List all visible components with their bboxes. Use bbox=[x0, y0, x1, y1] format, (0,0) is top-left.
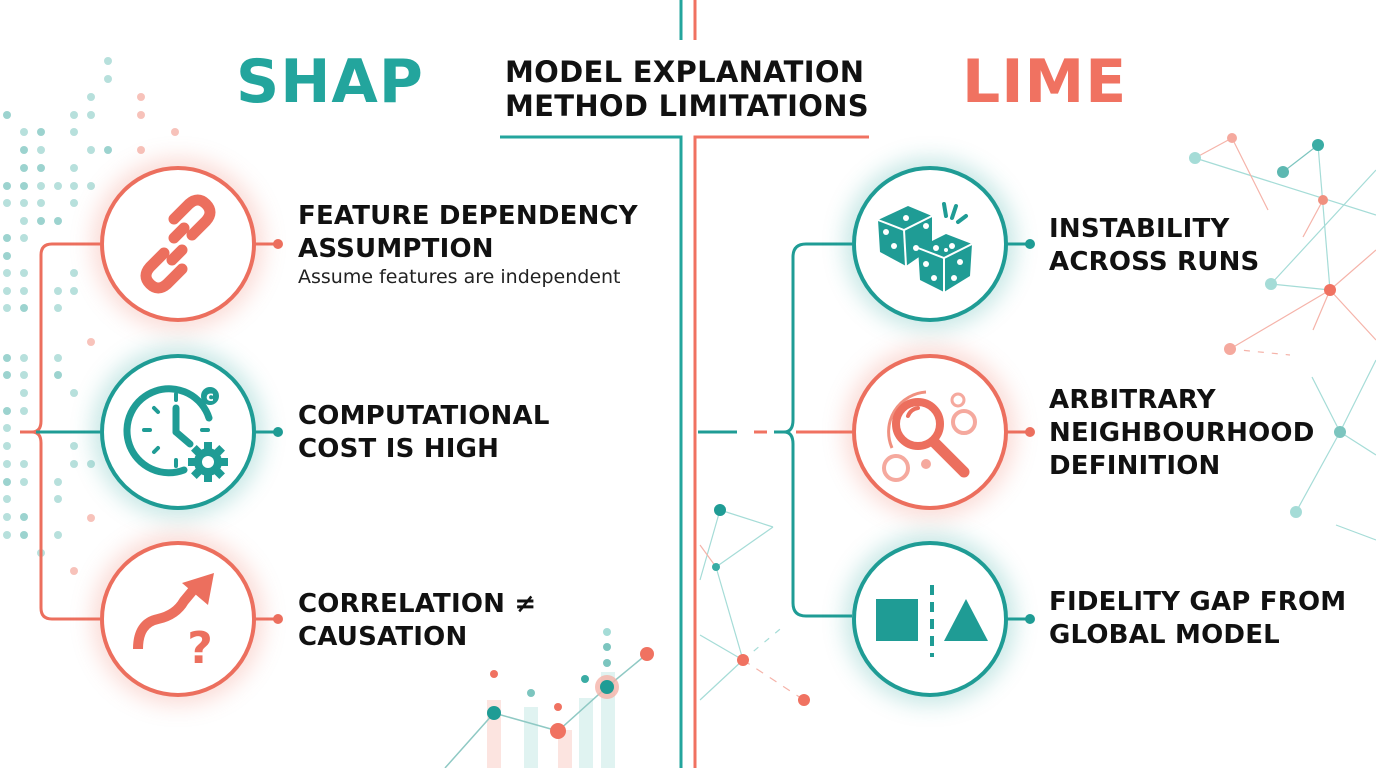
page-title-line1: MODEL EXPLANATION bbox=[505, 55, 865, 89]
shap-item-icon-circle-2: c bbox=[100, 354, 256, 510]
shap-item-title-2: COMPUTATIONAL COST IS HIGH bbox=[298, 400, 550, 466]
clock-gear-icon: c bbox=[123, 385, 228, 482]
lime-title: LIME bbox=[962, 47, 1128, 117]
shap-item-title-1: FEATURE DEPENDENCY ASSUMPTION bbox=[298, 200, 638, 266]
shap-item-subtitle-1: Assume features are independent bbox=[298, 266, 621, 288]
shap-item-1-line1: FEATURE DEPENDENCY bbox=[298, 201, 638, 231]
shap-connectors bbox=[254, 239, 283, 624]
magnifier-bubbles-icon bbox=[882, 390, 977, 482]
lime-item-1-line1: INSTABILITY bbox=[1049, 214, 1230, 244]
shap-item-title-3: CORRELATION ≠ CAUSATION bbox=[298, 588, 536, 654]
shap-item-2-line1: COMPUTATIONAL bbox=[298, 401, 550, 431]
lime-item-title-2: ARBITRARY NEIGHBOURHOOD DEFINITION bbox=[1049, 384, 1315, 483]
shap-item-2-line2: COST IS HIGH bbox=[298, 434, 500, 464]
lime-connectors bbox=[1006, 239, 1035, 624]
lime-item-title-3: FIDELITY GAP FROM GLOBAL MODEL bbox=[1049, 586, 1346, 652]
lime-item-3-line1: FIDELITY GAP FROM bbox=[1049, 587, 1347, 617]
network-decoration bbox=[699, 137, 1376, 701]
shap-bracket bbox=[20, 242, 100, 621]
shap-item-icon-circle-3: ? bbox=[100, 541, 256, 697]
lime-item-title-1: INSTABILITY ACROSS RUNS bbox=[1049, 213, 1259, 279]
chain-link-icon bbox=[140, 194, 216, 294]
mini-chart-decoration bbox=[444, 628, 654, 768]
lime-item-1-line2: ACROSS RUNS bbox=[1049, 247, 1260, 277]
lime-item-2-line3: DEFINITION bbox=[1049, 451, 1221, 481]
lime-bracket bbox=[783, 242, 852, 618]
shap-item-1-line2: ASSUMPTION bbox=[298, 234, 494, 264]
shap-title: SHAP bbox=[236, 47, 424, 117]
lime-item-icon-circle-2 bbox=[852, 354, 1008, 510]
dot-matrix-decoration bbox=[3, 57, 112, 557]
network-nodes bbox=[712, 133, 1346, 706]
dice-icon bbox=[877, 202, 973, 292]
svg-text:?: ? bbox=[187, 623, 213, 674]
lime-item-icon-circle-3 bbox=[852, 541, 1008, 697]
page-title-line2: METHOD LIMITATIONS bbox=[505, 89, 869, 123]
lime-item-2-line2: NEIGHBOURHOOD bbox=[1049, 418, 1315, 448]
page-title: MODEL EXPLANATION METHOD LIMITATIONS bbox=[505, 55, 875, 123]
svg-text:c: c bbox=[206, 390, 214, 405]
shap-item-3-line2: CAUSATION bbox=[298, 622, 468, 652]
center-divider bbox=[500, 0, 869, 768]
shap-item-icon-circle-1 bbox=[100, 166, 256, 322]
shap-item-3-line1: CORRELATION ≠ bbox=[298, 589, 537, 619]
lime-item-3-line2: GLOBAL MODEL bbox=[1049, 620, 1280, 650]
lime-item-2-line1: ARBITRARY bbox=[1049, 385, 1216, 415]
lime-item-icon-circle-1 bbox=[852, 166, 1008, 322]
square-triangle-split-icon bbox=[876, 585, 988, 657]
arrow-question-icon: ? bbox=[133, 573, 214, 674]
